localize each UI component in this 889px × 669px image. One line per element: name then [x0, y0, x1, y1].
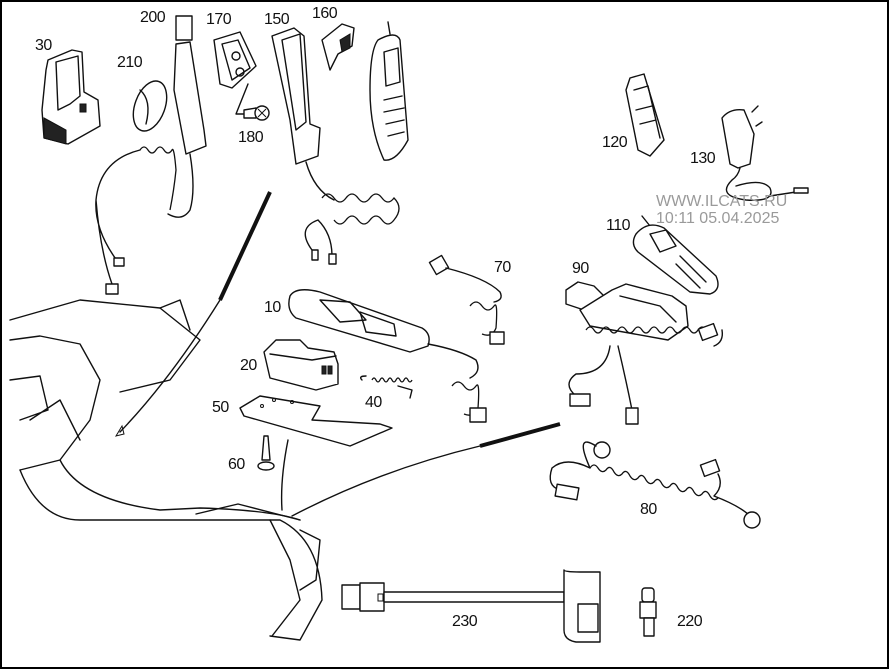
- part-label-130: 130: [690, 150, 716, 167]
- part-110-phone[interactable]: [632, 215, 719, 295]
- part-label-120: 120: [602, 134, 628, 151]
- watermark-timestamp: 10:11 05.04.2025: [656, 210, 780, 227]
- part-70-cable[interactable]: [428, 254, 505, 345]
- part-10-handset[interactable]: [288, 289, 487, 423]
- part-label-180: 180: [238, 129, 264, 146]
- part-label-40: 40: [365, 394, 382, 411]
- part-label-160: 160: [312, 5, 338, 22]
- part-label-20: 20: [240, 357, 257, 374]
- part-20-cradle[interactable]: [263, 339, 339, 391]
- part-210-plate[interactable]: [127, 76, 173, 135]
- part-150-cradle[interactable]: [271, 27, 400, 265]
- part-80-harness[interactable]: [549, 441, 761, 529]
- part-label-60: 60: [228, 456, 245, 473]
- part-label-70: 70: [494, 259, 511, 276]
- part-label-170: 170: [206, 11, 232, 28]
- part-30-holder[interactable]: [41, 49, 101, 145]
- part-label-210: 210: [117, 54, 143, 71]
- part-180-screw[interactable]: [243, 105, 270, 121]
- part-label-230: 230: [452, 613, 478, 630]
- mobile-phone-top[interactable]: [369, 21, 409, 161]
- part-160-clip[interactable]: [321, 23, 355, 71]
- part-170-mount[interactable]: [213, 31, 257, 115]
- part-label-90: 90: [572, 260, 589, 277]
- part-200-cradle[interactable]: [95, 15, 207, 295]
- part-label-200: 200: [140, 9, 166, 26]
- part-label-30: 30: [35, 37, 52, 54]
- part-label-150: 150: [264, 11, 290, 28]
- part-label-220: 220: [677, 613, 703, 630]
- part-50-plate[interactable]: [239, 395, 393, 447]
- part-220-connector[interactable]: [639, 587, 657, 637]
- part-130-charger[interactable]: [721, 105, 809, 201]
- part-label-50: 50: [212, 399, 229, 416]
- part-label-110: 110: [606, 217, 631, 234]
- watermark-site: WWW.ILCATS.RU: [656, 193, 788, 210]
- part-90-cradle[interactable]: [565, 281, 724, 425]
- part-label-80: 80: [640, 501, 657, 518]
- part-120-insert[interactable]: [625, 73, 665, 157]
- part-40-spring[interactable]: [359, 375, 413, 399]
- assembly-arrows: [114, 191, 561, 517]
- part-230-adapter-cable[interactable]: [341, 569, 601, 643]
- part-label-10: 10: [264, 299, 281, 316]
- car-center-console: [9, 299, 323, 641]
- part-60-screw[interactable]: [257, 435, 275, 471]
